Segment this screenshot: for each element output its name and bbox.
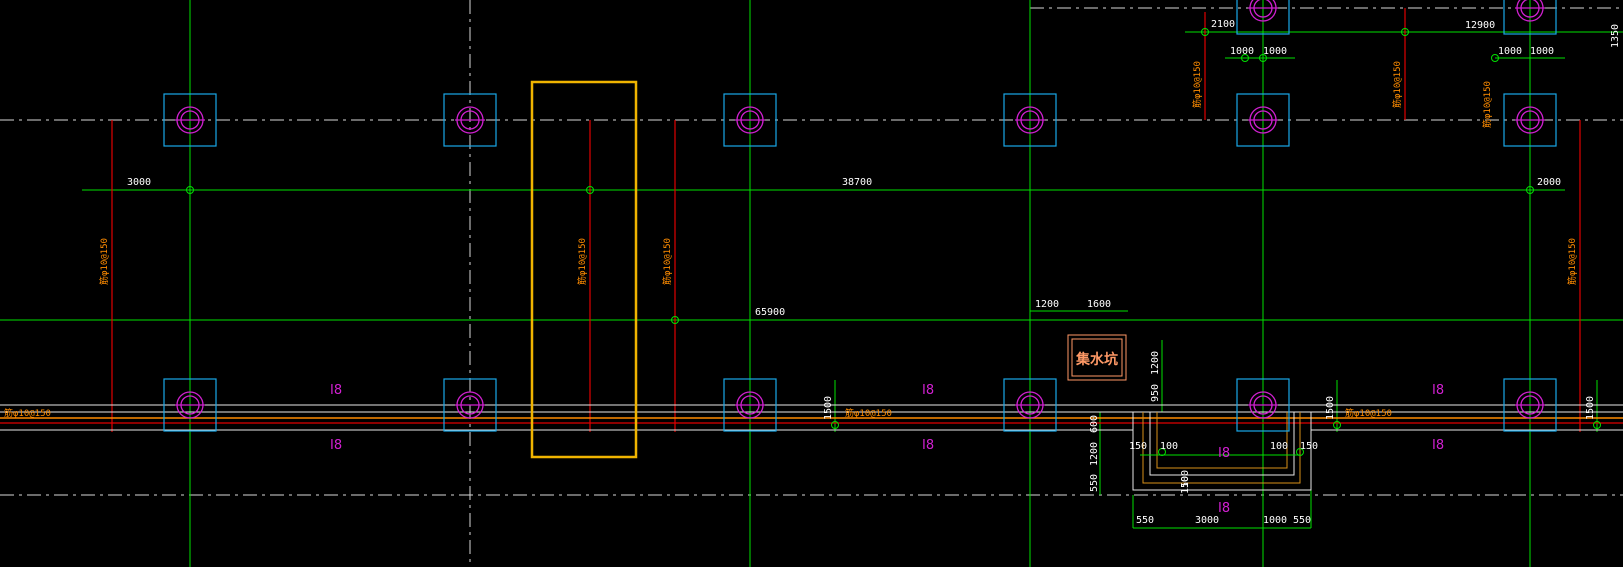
sump-pit-section <box>1132 412 1312 491</box>
dim-1000-b: 1000 <box>1263 46 1287 57</box>
dim-pit-h100b: 100 <box>1270 441 1288 452</box>
beam-mark-1: Ⅰ8 <box>330 383 342 398</box>
dim-edge-1500-c: 1500 <box>1585 396 1596 420</box>
beam-mark-4: Ⅰ8 <box>922 438 934 453</box>
dim-edge-1500-a: 1500 <box>823 396 834 420</box>
pile-cap[interactable] <box>1236 378 1290 432</box>
beam-mark-3: Ⅰ8 <box>922 383 934 398</box>
dim-3000: 3000 <box>127 177 151 188</box>
node-marker <box>831 421 839 429</box>
dim-pit-v600: 600 <box>1089 415 1100 433</box>
pile-cap[interactable] <box>1003 378 1057 432</box>
node-marker <box>1259 54 1267 62</box>
pile-cap[interactable] <box>163 93 217 147</box>
node-marker <box>1526 186 1534 194</box>
dim-65900: 65900 <box>755 307 785 318</box>
dim-1000-d: 1000 <box>1530 46 1554 57</box>
rebar-lines <box>0 8 1623 432</box>
dim-2100: 2100 <box>1211 19 1235 30</box>
dim-pit-1200: 1200 <box>1035 299 1059 310</box>
dim-pit-b550a: 550 <box>1136 515 1154 526</box>
sump-pit-label: 集水坑 <box>1075 351 1118 368</box>
dim-pit-h150b: 150 <box>1300 441 1318 452</box>
dim-pit-h100a: 100 <box>1160 441 1178 452</box>
pile-caps <box>163 0 1557 432</box>
pile-cap[interactable] <box>163 378 217 432</box>
pile-cap[interactable] <box>1503 0 1557 35</box>
dim-pit-h150a: 150 <box>1129 441 1147 452</box>
dim-pit-v150: 150 <box>1180 476 1191 494</box>
rebar-label-10: 筋φ10@150 <box>1345 407 1392 419</box>
rebar-label-4: 筋φ10@150 <box>1566 238 1578 285</box>
rebar-annotations: 筋φ10@150 筋φ10@150 筋φ10@150 筋φ10@150 筋φ10… <box>4 61 1578 419</box>
edge-dimension-texts: 1500 1500 1500 <box>823 396 1596 420</box>
beam-mark-8: Ⅰ8 <box>1218 501 1230 516</box>
node-marker <box>1401 28 1409 36</box>
dim-2000: 2000 <box>1537 177 1561 188</box>
dim-pit-b550b: 550 <box>1293 515 1311 526</box>
dim-12900: 12900 <box>1465 20 1495 31</box>
pile-cap[interactable] <box>723 378 777 432</box>
pile-cap[interactable] <box>443 93 497 147</box>
beam-mark-5: Ⅰ8 <box>1432 383 1444 398</box>
dim-edge-1500-b: 1500 <box>1325 396 1336 420</box>
beam-marks: Ⅰ8 Ⅰ8 Ⅰ8 Ⅰ8 Ⅰ8 Ⅰ8 Ⅰ8 Ⅰ8 <box>330 383 1444 516</box>
rebar-label-3: 筋φ10@150 <box>661 238 673 285</box>
pile-cap[interactable] <box>1503 378 1557 432</box>
dim-pit-b1000: 1000 <box>1263 515 1287 526</box>
dim-1350: 1350 <box>1610 24 1621 48</box>
pile-cap[interactable] <box>1003 93 1057 147</box>
slab-lines <box>0 404 1623 431</box>
node-marker <box>1201 28 1209 36</box>
dim-pit-v1200: 1200 <box>1150 351 1161 375</box>
dim-pit-b3000: 3000 <box>1195 515 1219 526</box>
sump-pit-tag[interactable]: 集水坑 <box>1067 334 1127 381</box>
node-marker <box>1491 54 1499 62</box>
pile-cap[interactable] <box>1503 93 1557 147</box>
dim-pit-v550: 550 <box>1089 474 1100 492</box>
node-marker <box>1296 448 1304 456</box>
node-markers <box>186 28 1601 456</box>
pile-cap[interactable] <box>443 378 497 432</box>
rebar-label-1: 筋φ10@150 <box>98 238 110 285</box>
node-marker <box>586 186 594 194</box>
rebar-label-7: 筋φ10@150 <box>1481 81 1493 128</box>
node-marker <box>1241 54 1249 62</box>
node-marker <box>186 186 194 194</box>
pile-cap[interactable] <box>1236 93 1290 147</box>
node-marker <box>1158 448 1166 456</box>
rebar-label-8: 筋φ10@150 <box>4 407 51 419</box>
dim-pit-v950: 950 <box>1150 384 1161 402</box>
rebar-label-9: 筋φ10@150 <box>845 407 892 419</box>
beam-mark-6: Ⅰ8 <box>1432 438 1444 453</box>
rebar-label-5: 筋φ10@150 <box>1191 61 1203 108</box>
pile-cap[interactable] <box>723 93 777 147</box>
pit-dimension-texts: 1200 1600 1200 950 600 1200 550 150 100 … <box>1035 299 1318 526</box>
beam-mark-2: Ⅰ8 <box>330 438 342 453</box>
dim-1000-c: 1000 <box>1498 46 1522 57</box>
node-marker <box>671 316 679 324</box>
pile-cap[interactable] <box>1236 0 1290 35</box>
rebar-label-6: 筋φ10@150 <box>1391 61 1403 108</box>
node-marker <box>1593 421 1601 429</box>
dim-38700: 38700 <box>842 177 872 188</box>
node-marker <box>1333 421 1341 429</box>
selection-box[interactable] <box>530 80 638 459</box>
rebar-label-2: 筋φ10@150 <box>576 238 588 285</box>
dim-1000-a: 1000 <box>1230 46 1254 57</box>
beam-mark-7: Ⅰ8 <box>1218 446 1230 461</box>
dim-pit-h100c: 100 <box>1180 470 1191 488</box>
span-dimension-texts: 3000 38700 2000 65900 12900 2100 1000 10… <box>127 19 1621 318</box>
dim-pit-v1200b: 1200 <box>1089 442 1100 466</box>
dim-pit-1600: 1600 <box>1087 299 1111 310</box>
